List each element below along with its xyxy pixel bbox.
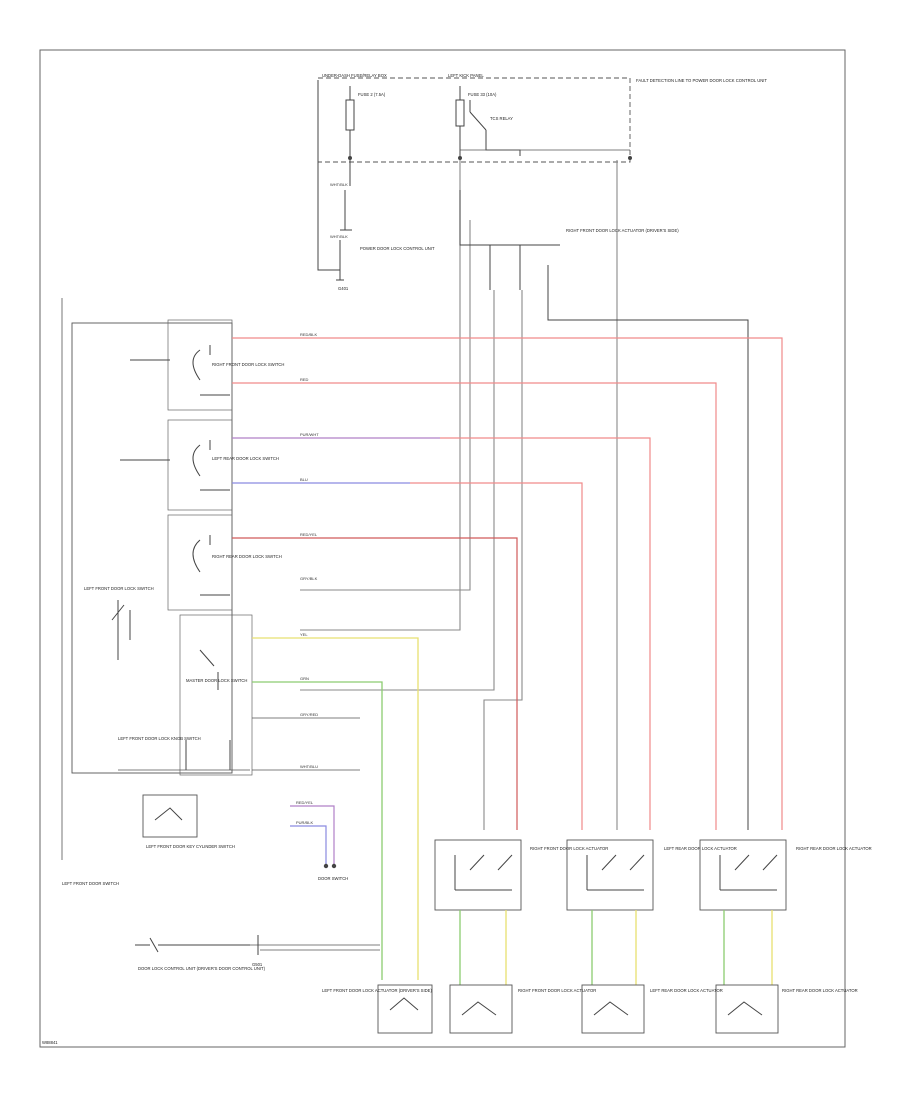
door-switch-terminals: RED/YEL PUR/BLK DOOR SWITCH [290,800,348,881]
fuse-left: FUSE 2 (7.5A) [358,92,386,97]
wire-blue: BLU [300,477,308,482]
actuator-3: LEFT REAR DOOR LOCK ACTUATOR [650,988,723,993]
actuator-4: RIGHT REAR DOOR LOCK ACTUATOR [782,988,858,993]
switch-master: MASTER DOOR LOCK SWITCH [186,678,247,683]
actuator-lf: LEFT FRONT DOOR LOCK ACTUATOR (DRIVER'S … [322,984,433,1034]
switch-left-small: LEFT FRONT DOOR LOCK SWITCH [84,586,154,591]
switch-lr: LEFT REAR DOOR LOCK SWITCH [212,456,279,461]
left-front-door-switch-assembly: LEFT FRONT DOOR SWITCH RIGHT FRONT DOOR … [61,298,284,886]
wire-purple: PUR/WHT [300,432,319,437]
fuse-relay-box: UNDER-DASH FUSE/RELAY BOX LEFT KICK PANE… [317,73,767,163]
switch-rf: RIGHT FRONT DOOR LOCK SWITCH [212,362,284,367]
wire-grn: GRN [300,676,309,681]
tcs-relay: TCS RELAY [490,116,513,121]
wire-gry2: GRY/RED [300,712,318,717]
small-terms-a: RED/YEL [296,800,314,805]
wire-red2: RED/YEL [300,532,318,537]
wire-red-blk: RED/BLK [300,332,317,337]
ground-bottom: G501 [252,962,263,967]
key-box: LEFT FRONT DOOR KEY CYLINDER SWITCH [146,844,235,849]
actuator-rr: RIGHT REAR DOOR LOCK ACTUATOR [715,984,858,1034]
wire-yel: YEL [300,632,308,637]
wire-gry: GRY/BLK [300,576,318,581]
left-wire-b: WHT/BLK [330,234,348,239]
fuse-box-title: UNDER-DASH FUSE/RELAY BOX [322,73,387,78]
actuator-lr: LEFT REAR DOOR LOCK ACTUATOR [581,984,723,1034]
actuator-1: LEFT FRONT DOOR LOCK ACTUATOR (DRIVER'S … [322,988,432,993]
bottom-left-control: DOOR LOCK CONTROL UNIT (DRIVER'S DOOR CO… [135,935,380,971]
actuator-rf: RIGHT FRONT DOOR LOCK ACTUATOR [449,984,596,1034]
ground-left: G401 [338,286,349,291]
outer-box-label: LEFT FRONT DOOR SWITCH [62,881,119,886]
switch-knob: LEFT FRONT DOOR LOCK KNOB SWITCH [118,736,201,741]
wire-wht: WHT/BLU [300,764,318,769]
switch-rr: RIGHT REAR DOOR LOCK SWITCH [212,554,282,559]
actuator-2: RIGHT FRONT DOOR LOCK ACTUATOR [518,988,596,993]
footer-code: W88841 [42,1040,58,1045]
diagram-frame [39,49,846,1048]
fuse-box-side: LEFT KICK PANEL [448,73,484,78]
under-dash-small: POWER DOOR LOCK CONTROL UNIT [360,246,435,251]
mid-connector-note: RIGHT FRONT DOOR LOCK ACTUATOR (DRIVER'S… [566,228,679,233]
relay-a: RIGHT FRONT DOOR LOCK ACTUATOR [530,846,608,851]
small-terms-b: PUR/BLK [296,820,313,825]
door-switch-small: DOOR SWITCH [318,876,348,881]
fuse-mid: FUSE 33 (10A) [468,92,497,97]
left-wire-a: WHT/BLK [330,182,348,187]
bottom-left-note: DOOR LOCK CONTROL UNIT (DRIVER'S DOOR CO… [138,966,266,971]
relay-c: RIGHT REAR DOOR LOCK ACTUATOR [796,846,872,851]
actuator-unit-1: RIGHT FRONT DOOR LOCK ACTUATOR [434,839,608,911]
actuator-unit-3: RIGHT REAR DOOR LOCK ACTUATOR [699,839,872,911]
fuse-box-note: FAULT DETECTION LINE TO POWER DOOR LOCK … [636,78,767,83]
wire-red: RED [300,377,309,382]
